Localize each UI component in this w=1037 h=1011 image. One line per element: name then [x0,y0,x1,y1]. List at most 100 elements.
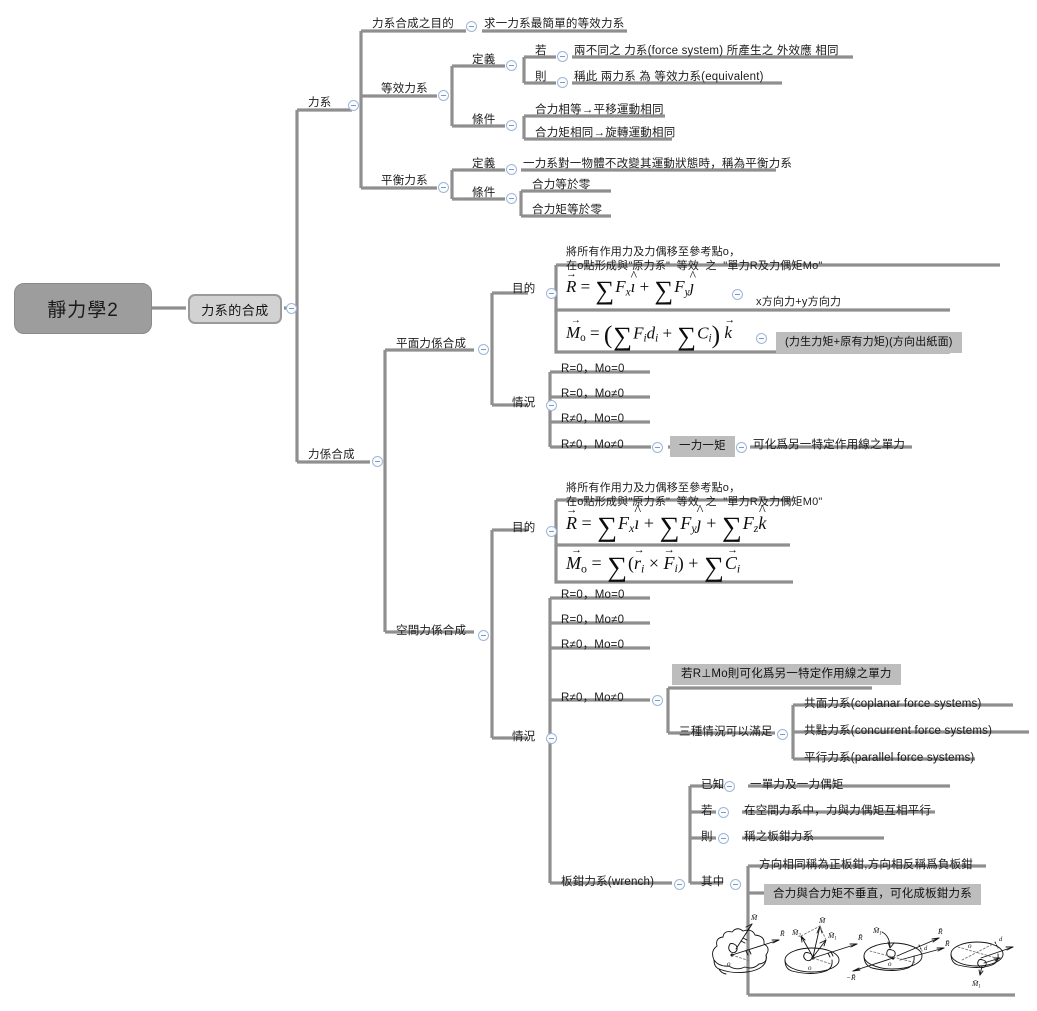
topic-spatial-case-4-note[interactable]: 若R⊥Mo則可化爲另一特定作用線之單力 [672,664,901,685]
topic-coplanar-force-system[interactable]: 共面力系(coplanar force systems) [804,698,982,710]
toggle-purpose[interactable] [466,21,477,32]
topic-spatial-goal-note[interactable]: 將所有作用力及力偶移至參考點o， 在o點形成與"原力系" 等效 之 "單力R及力… [566,482,823,508]
toggle-spatial-composition[interactable] [478,630,489,641]
toggle-wrench-known[interactable] [724,781,735,792]
topic-wrench-among-text[interactable]: 方向相同稱為正板鉗,方向相反稱爲負板鉗 [759,859,973,871]
topic-balance-def-text[interactable]: 一力系對一物體不改變其運動狀態時，稱為平衡力系 [523,158,793,170]
topic-equiv-cond-2[interactable]: 合力矩相同→旋轉運動相同 [535,127,676,139]
topic-spatial-case-2[interactable]: R=0，Mo≠0 [561,614,625,626]
topic-wrench-if-text[interactable]: 在空間力系中，力與力偶矩互相平行 [744,805,932,817]
toggle-planar-goal[interactable] [546,288,557,299]
topic-planar-goal-label[interactable]: 目的 [512,283,536,295]
topic-equiv-cond-1[interactable]: 合力相等→平移運動相同 [535,104,664,116]
toggle-equiv-def-if[interactable] [557,51,568,62]
toggle-lixi[interactable] [348,100,359,111]
formula-planar-moment[interactable]: Mo = (∑Fidi + ∑Ci) k [565,316,732,352]
level1-node-force-composition[interactable]: 力系的合成 [188,294,282,324]
formula-spatial-resultant[interactable]: R = ∑Fxı + ∑Fyȷ + ∑Fzk [566,504,766,544]
topic-spatial-composition[interactable]: 空間力係合成 [396,625,467,637]
topic-force-composition[interactable]: 力係合成 [308,449,355,461]
topic-spatial-case-4[interactable]: R≠0，Mo≠0 [561,692,624,704]
topic-balance-definition-label[interactable]: 定義 [472,158,496,170]
topic-wrench-if-label[interactable]: 若 [701,805,713,817]
topic-equiv-condition-label[interactable]: 條件 [472,114,496,126]
label-M1-fig3: M̄1 [872,926,882,937]
topic-spatial-case-1[interactable]: R=0，Mo=0 [561,589,625,601]
topic-planar-case-4-mid[interactable]: 一力一矩 [670,436,735,457]
toggle-wrench-system[interactable] [674,879,685,890]
topic-spatial-three-situations[interactable]: 三種情況可以滿足 [679,726,773,738]
toggle-balance-condition[interactable] [506,193,517,204]
level1-label: 力系的合成 [201,302,269,318]
toggle-force-composition[interactable] [372,456,383,467]
formula-planar-resultant[interactable]: R = ∑Fxı + ∑Fyȷ [566,269,694,306]
topic-planar-goal-note[interactable]: 將所有作用力及力偶移至參考點o， 在o點形成與"原力系" 等效 之 "單力R及力… [566,246,823,272]
topic-wrench-known-text[interactable]: 一單力及一力偶矩 [750,779,844,791]
topic-equiv-def-if-text[interactable]: 兩不同之 力系(force system) 所產生之 外效應 相同 [574,45,839,57]
toggle-planar-moment[interactable] [756,333,767,344]
topic-planar-case-3[interactable]: R≠0，Mo=0 [561,413,625,425]
topic-equiv-definition-label[interactable]: 定義 [472,54,496,66]
topic-spatial-cases-label[interactable]: 情況 [512,731,536,743]
topic-planar-moment-caption[interactable]: (力生力矩+原有力矩)(方向出紙面) [776,332,962,353]
toggle-spatial-goal[interactable] [546,526,557,537]
toggle-planar-case-4[interactable] [652,442,663,453]
topic-purpose-value[interactable]: 求一力系最簡單的等效力系 [484,18,625,30]
toggle-equiv-condition[interactable] [506,120,517,131]
toggle-equiv-definition[interactable] [506,60,517,71]
root-node[interactable]: 靜力學2 [14,283,152,334]
label-M1-fig2: M̄1 [827,931,837,942]
topic-planar-resultant-caption[interactable]: x方向力+y方向力 [756,296,842,308]
topic-wrench-among-label[interactable]: 其中 [701,876,725,888]
toggle-spatial-cases[interactable] [546,733,557,744]
toggle-planar-resultant[interactable] [732,289,743,300]
topic-planar-case-4[interactable]: R≠0，Mo≠0 [561,439,624,451]
topic-concurrent-force-system[interactable]: 共點力系(concurrent force systems) [804,725,993,737]
formula-spatial-moment[interactable]: Mo = ∑(ri × Fi) + ∑Ci [565,545,742,584]
toggle-wrench-if[interactable] [718,807,729,818]
topic-spatial-goal-label[interactable]: 目的 [512,522,536,534]
topic-parallel-force-system[interactable]: 平行力系(parallel force systems) [804,752,975,764]
toggle-spatial-case-4[interactable] [652,695,663,706]
topic-wrench-known-label[interactable]: 已知 [701,779,725,791]
topic-spatial-case-3[interactable]: R≠0，Mo=0 [561,639,625,651]
toggle-balance-definition[interactable] [506,164,517,175]
topic-equiv-def-then-text[interactable]: 稱此 兩力系 為 等效力系(equivalent) [574,71,764,83]
topic-balance-system[interactable]: 平衡力系 [381,175,428,187]
toggle-equiv-def-then[interactable] [557,77,568,88]
topic-balance-cond-2[interactable]: 合力矩等於零 [532,204,603,216]
topic-balance-cond-1[interactable]: 合力等於零 [532,179,591,191]
topic-purpose-title[interactable]: 力系合成之目的 [372,18,454,30]
label-M2-fig2: M̄2 [791,928,801,939]
topic-planar-case-1[interactable]: R=0，Mo=0 [561,363,625,375]
toggle-level1[interactable] [286,303,297,314]
wrench-decomposition-diagram[interactable]: M̄ R̄ o [700,908,1015,990]
toggle-planar-cases[interactable] [546,400,557,411]
topic-planar-cases-label[interactable]: 情況 [512,397,536,409]
topic-equivalent-system[interactable]: 等效力系 [381,83,428,95]
toggle-wrench-then[interactable] [718,833,729,844]
topic-lixi[interactable]: 力系 [308,97,332,109]
topic-wrench-among-highlight[interactable]: 合力與合力矩不垂直，可化成板鉗力系 [764,884,981,905]
toggle-wrench-among[interactable] [730,879,741,890]
topic-planar-composition[interactable]: 平面力係合成 [396,338,467,350]
label-M-fig1: M̄ [750,913,758,922]
toggle-planar-composition[interactable] [478,344,489,355]
topic-balance-condition-label[interactable]: 條件 [472,187,496,199]
topic-equiv-def-then-label[interactable]: 則 [535,71,547,83]
topic-planar-case-2[interactable]: R=0，Mo≠0 [561,388,625,400]
label-R-fig2: R̄ [857,933,863,942]
label-M-fig2: M̄ [818,916,826,925]
root-label: 靜力學2 [47,300,119,321]
toggle-spatial-three-situations[interactable] [777,729,788,740]
topic-wrench-system[interactable]: 板鉗力系(wrench) [561,876,655,888]
topic-planar-case-4-end[interactable]: 可化爲另一特定作用線之單力 [753,439,906,451]
topic-wrench-then-label[interactable]: 則 [701,831,713,843]
toggle-equivalent-system[interactable] [438,90,449,101]
topic-equiv-def-if-label[interactable]: 若 [535,45,547,57]
toggle-planar-case-4-mid[interactable] [736,442,747,453]
toggle-balance-system[interactable] [438,182,449,193]
topic-wrench-then-text[interactable]: 稱之板鉗力系 [744,831,815,843]
